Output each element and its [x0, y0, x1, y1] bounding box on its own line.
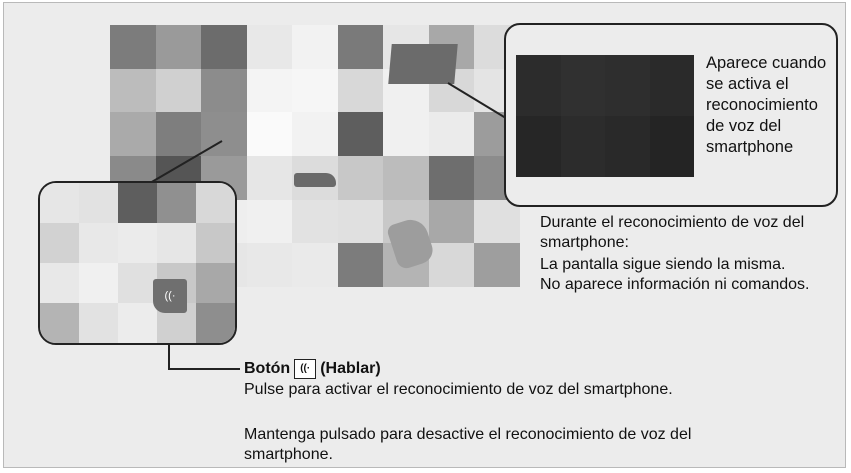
mosaic-tile	[474, 199, 520, 244]
talk-hold-description: Mantenga pulsado para desactive el recon…	[244, 426, 692, 463]
mosaic-tile	[383, 112, 429, 156]
mosaic-tile	[560, 116, 605, 177]
talk-button-on-wheel[interactable]: ((·	[153, 279, 187, 313]
manual-figure: Aparece cuando se activa el reconocimien…	[3, 2, 846, 468]
note-body: La pantalla sigue siendo la misma. No ap…	[540, 255, 830, 295]
mosaic-tile	[649, 116, 694, 177]
mosaic-tile	[246, 243, 293, 287]
mosaic-tile	[196, 303, 235, 343]
mosaic-tile	[292, 25, 338, 69]
steering-wheel-callout: ((·	[38, 181, 237, 345]
mosaic-tile	[110, 68, 156, 113]
mosaic-tile	[40, 303, 79, 343]
steering-wheel-closeup	[40, 183, 235, 343]
mosaic-tile	[337, 243, 384, 287]
mosaic-tile	[292, 112, 338, 156]
mosaic-tile	[292, 243, 338, 287]
mosaic-tile	[196, 263, 235, 303]
mosaic-tile	[337, 25, 384, 69]
talk-press-description: Pulse para activar el reconocimiento de …	[244, 381, 673, 398]
mosaic-tile	[516, 116, 561, 177]
mosaic-tile	[246, 25, 293, 69]
talk-icon-glyph: ((·	[300, 363, 311, 374]
smartphone-voice-callout: Aparece cuando se activa el reconocimien…	[504, 23, 838, 207]
mosaic-tile	[337, 112, 384, 156]
mosaic-tile	[383, 156, 429, 200]
smartphone-active-caption: Aparece cuando se activa el reconocimien…	[706, 54, 827, 156]
mosaic-tile	[246, 112, 293, 156]
mosaic-tile	[428, 199, 475, 244]
mosaic-tile	[560, 55, 605, 116]
mosaic-tile	[428, 112, 475, 156]
mosaic-tile	[40, 223, 79, 263]
mosaic-tile	[292, 68, 338, 113]
dashboard-shape	[294, 173, 336, 187]
talk-label-suffix: (Hablar)	[320, 360, 381, 377]
talk-label-prefix: Botón	[244, 360, 291, 377]
mosaic-tile	[118, 303, 157, 343]
smartphone-voice-screen	[516, 55, 694, 177]
mosaic-tile	[79, 263, 118, 303]
mosaic-tile	[201, 25, 247, 69]
mosaic-tile	[516, 55, 561, 116]
mosaic-tile	[337, 68, 384, 113]
mosaic-tile	[605, 55, 650, 116]
mosaic-tile	[155, 112, 202, 156]
mosaic-tile	[155, 68, 202, 113]
mosaic-tile	[110, 25, 156, 69]
mosaic-tile	[474, 243, 520, 287]
mosaic-tile	[157, 183, 196, 223]
note-line-1: La pantalla sigue siendo la misma.	[540, 256, 786, 273]
mosaic-tile	[40, 263, 79, 303]
mosaic-tile	[79, 303, 118, 343]
mosaic-tile	[110, 112, 156, 156]
mosaic-tile	[428, 243, 475, 287]
mosaic-tile	[155, 25, 202, 69]
mosaic-tile	[157, 223, 196, 263]
mosaic-tile	[246, 156, 293, 200]
mosaic-tile	[201, 68, 247, 113]
mosaic-tile	[196, 223, 235, 263]
mosaic-tile	[118, 223, 157, 263]
talk-button-label: Botón ((· (Hablar)	[244, 359, 381, 379]
talk-icon: ((·	[294, 359, 317, 379]
mosaic-tile	[79, 223, 118, 263]
mosaic-tile	[337, 199, 384, 244]
mosaic-tile	[337, 156, 384, 200]
note-heading: Durante el reconocimiento de voz del sma…	[540, 214, 805, 251]
mosaic-tile	[79, 183, 118, 223]
mosaic-tile	[118, 183, 157, 223]
mosaic-tile	[605, 116, 650, 177]
mosaic-tile	[196, 183, 235, 223]
mosaic-tile	[40, 183, 79, 223]
mosaic-tile	[649, 55, 694, 116]
talk-icon: ((·	[164, 290, 176, 302]
mosaic-tile	[118, 263, 157, 303]
mosaic-tile	[246, 199, 293, 244]
mosaic-tile	[292, 199, 338, 244]
mosaic-tile	[428, 156, 475, 200]
note-line-2: No aparece información ni comandos.	[540, 276, 810, 293]
mosaic-tile	[246, 68, 293, 113]
